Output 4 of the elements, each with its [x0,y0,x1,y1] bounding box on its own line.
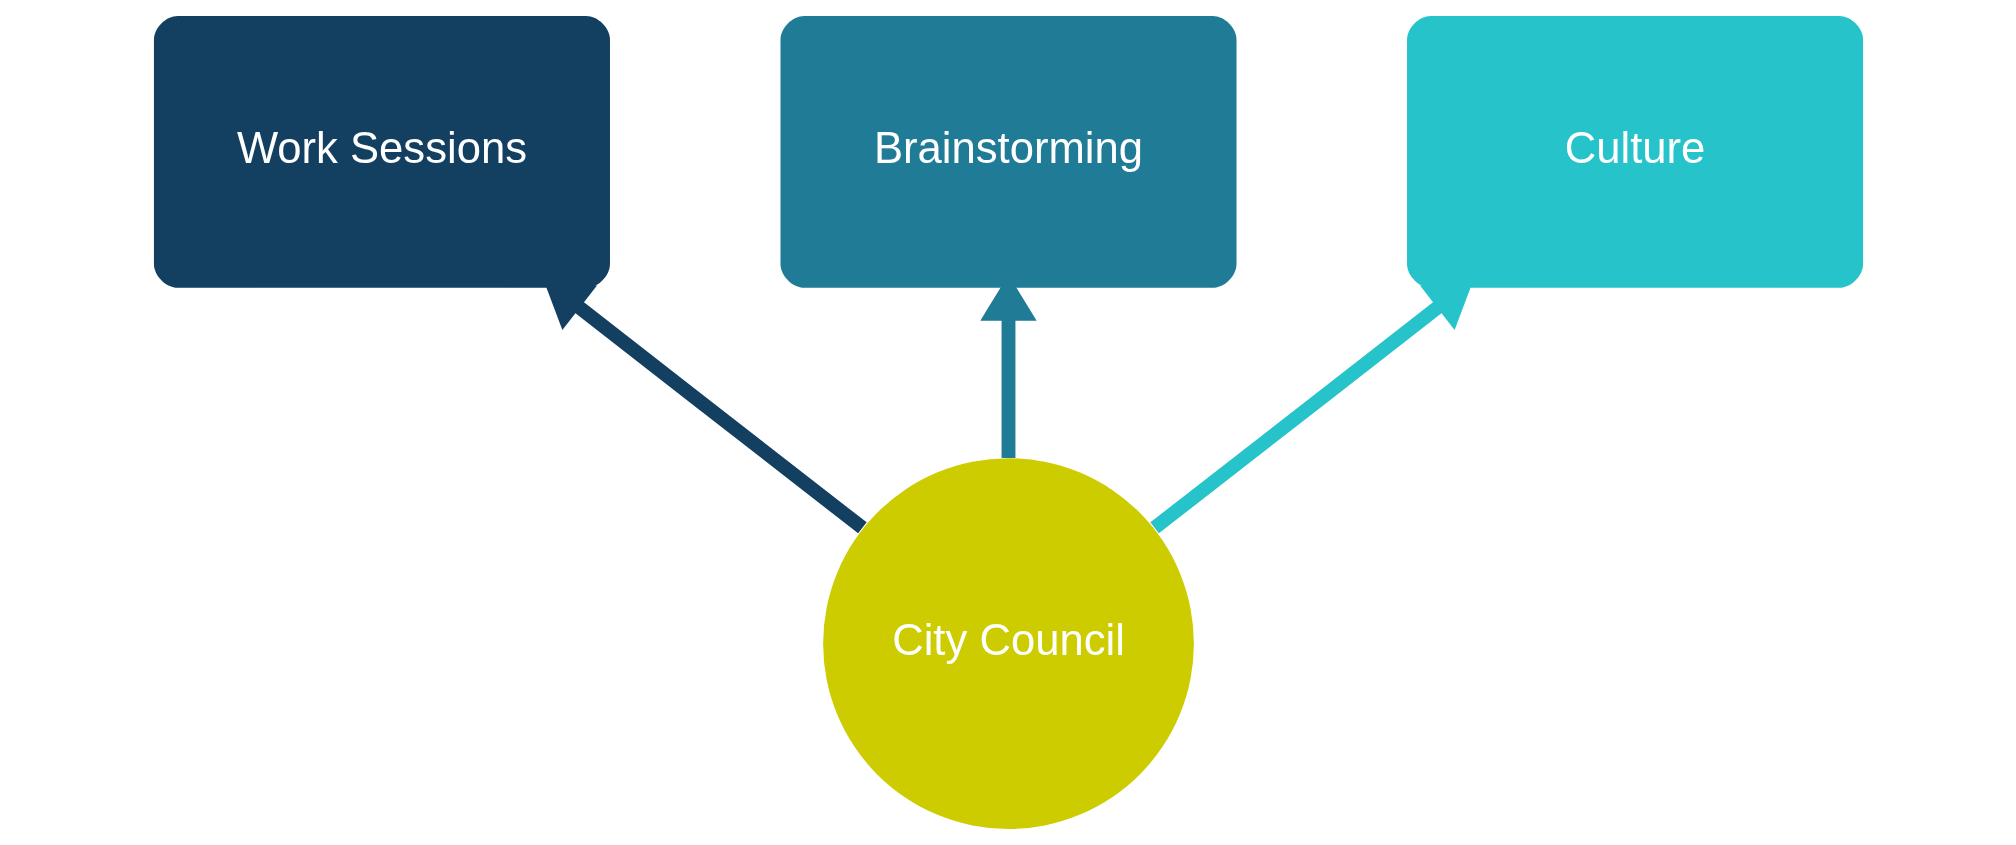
node-box: Culture [1406,16,1863,288]
node-box: Work Sessions [153,16,610,288]
node-box: Brainstorming [780,16,1236,288]
node-circle: City Council [822,458,1194,829]
